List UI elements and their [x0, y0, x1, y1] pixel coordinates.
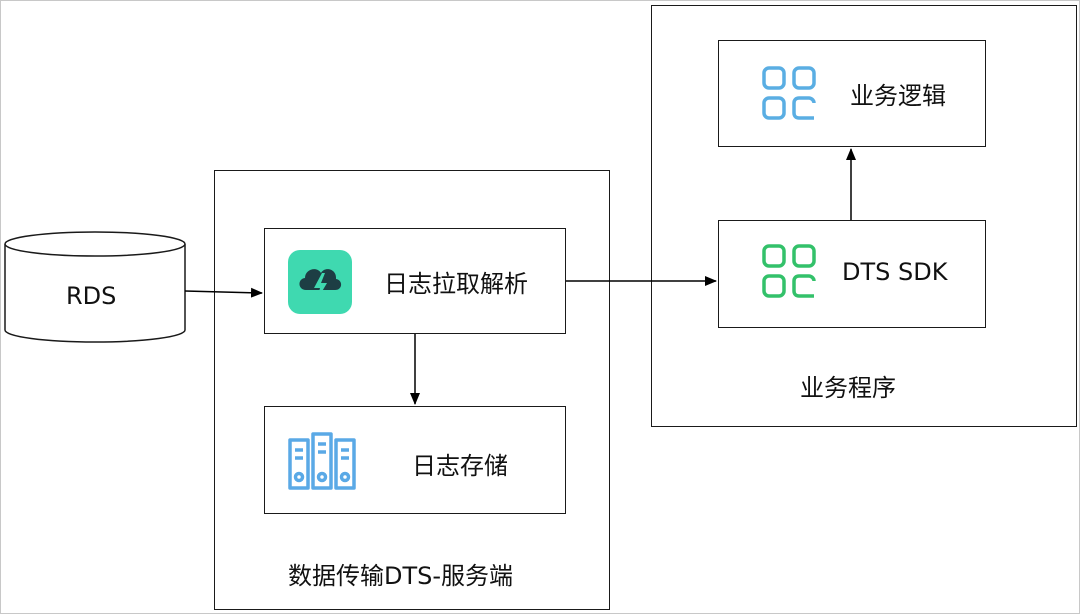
log-storage-label: 日志存储: [412, 452, 508, 480]
rds-label: RDS: [66, 282, 117, 310]
business-app-caption: 业务程序: [800, 374, 896, 402]
rds-database: [4, 231, 186, 343]
cloud-lightning-icon: [288, 250, 352, 314]
business-logic-label: 业务逻辑: [850, 82, 946, 110]
app-grid-icon: [762, 66, 816, 120]
dts-sdk-label: DTS SDK: [842, 258, 948, 286]
app-grid-icon: [762, 244, 816, 298]
dts-sdk-box: [718, 220, 986, 328]
business-logic-box: [718, 40, 986, 147]
arrow-rds-to-parse: [184, 287, 263, 298]
log-parse-label: 日志拉取解析: [384, 270, 528, 298]
dts-server-caption: 数据传输DTS-服务端: [288, 562, 514, 590]
server-rack-icon: [288, 432, 356, 490]
